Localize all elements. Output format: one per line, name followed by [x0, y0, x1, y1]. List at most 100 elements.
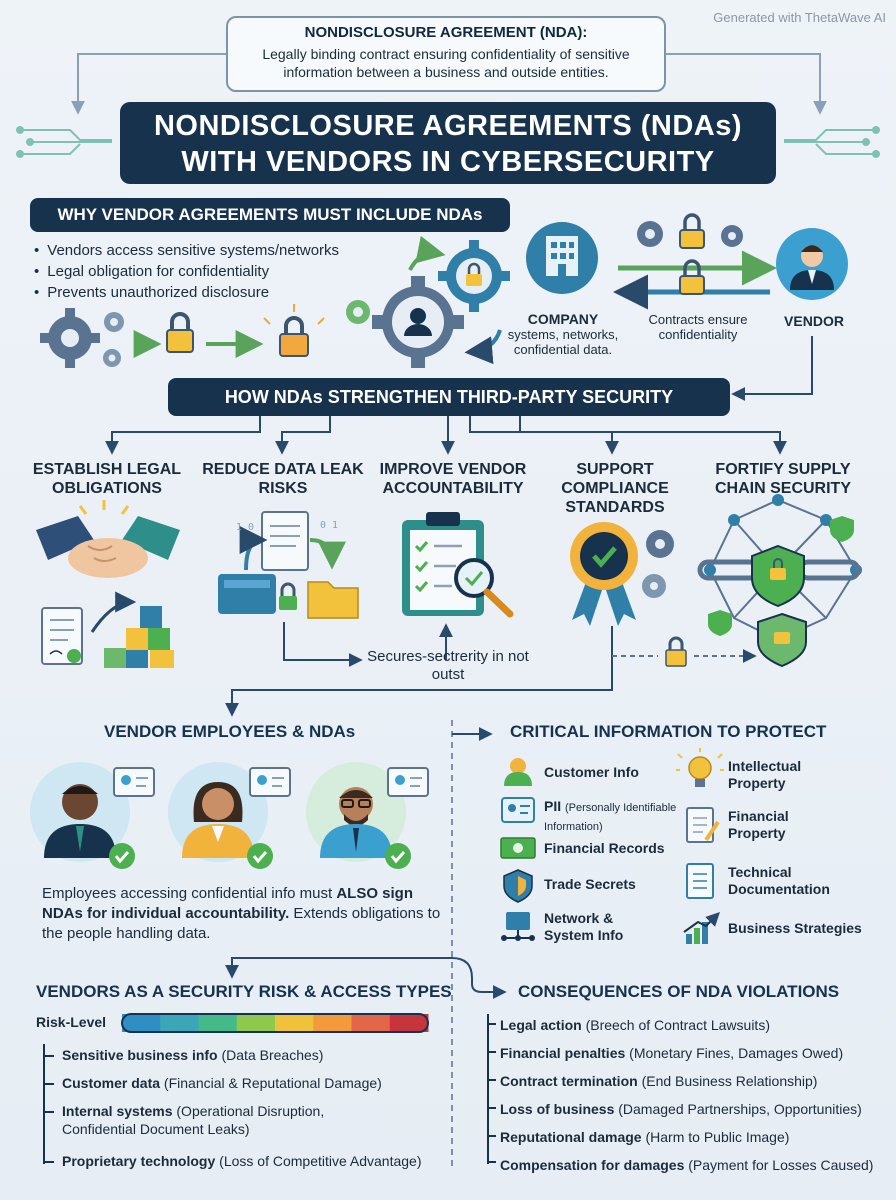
handshake-icon — [36, 500, 180, 578]
id-badge-icon — [113, 767, 155, 797]
contract-label: Contracts ensure confidentiality — [648, 312, 748, 342]
risk-item-detail: (Data Breaches) — [217, 1047, 324, 1063]
employee-avatar-icon — [30, 762, 130, 862]
clipboard-checklist-icon — [402, 512, 514, 618]
gear-icon — [646, 530, 674, 558]
lock-icon — [679, 259, 705, 295]
consequence-item: Legal action (Breech of Contract Lawsuit… — [500, 1016, 770, 1034]
definition-text: Legally binding contract ensuring confid… — [262, 46, 630, 80]
growth-arrow-icon — [90, 591, 137, 633]
critical-item-label: PII — [544, 798, 562, 814]
small-gear-icon — [346, 300, 370, 324]
pillar-legal: ESTABLISH LEGAL OBLIGATIONS — [32, 461, 182, 497]
risk-segment — [198, 1014, 238, 1032]
employees-text-c: Extends obligations to the people handli… — [42, 905, 441, 942]
consequence-item: Compensation for damages (Payment for Lo… — [500, 1156, 873, 1174]
network-icon — [501, 912, 535, 941]
risk-item-title: Customer data — [62, 1075, 161, 1091]
employee-avatar-icon — [168, 762, 268, 862]
page-title: NONDISCLOSURE AGREEMENTS (NDAs) WITH VEN… — [120, 102, 776, 184]
blocks-icon — [104, 606, 174, 668]
employee-avatar-icon — [306, 762, 406, 862]
title-line-2: WITH VENDORS IN CYBERSECURITY — [181, 146, 715, 178]
employees-text: Employees accessing confidential info mu… — [42, 884, 442, 944]
connector-note — [283, 622, 363, 667]
company-label: COMPANY — [527, 311, 599, 327]
risk-level-bar — [121, 1013, 429, 1033]
lock-icon — [665, 636, 687, 667]
pillar-accountability: IMPROVE VENDOR ACCOUNTABILITY — [379, 461, 527, 497]
critical-item: Trade Secrets — [544, 876, 636, 892]
lock-icon — [679, 213, 705, 249]
pillar-supply-chain: FORTIFY SUPPLY CHAIN SECURITY — [714, 461, 851, 497]
risk-segment — [313, 1014, 352, 1032]
consequence-title: Legal action — [500, 1017, 582, 1033]
risk-item: Customer data (Financial & Reputational … — [62, 1074, 452, 1092]
company-sublabel: systems, networks, confidential data. — [507, 327, 619, 357]
watermark: Generated with ThetaWave AI — [713, 10, 886, 25]
how-heading: HOW NDAs STRENGTHEN THIRD-PARTY SECURITY — [168, 378, 730, 416]
compliance-badge-icon — [570, 522, 638, 626]
why-bullet: Prevents unauthorized disclosure — [34, 282, 339, 303]
critical-item: Customer Info — [544, 764, 639, 780]
definition-title: NONDISCLOSURE AGREEMENT (NDA): — [304, 24, 588, 41]
why-bullet: Vendors access sensitive systems/network… — [34, 240, 339, 261]
id-badge-icon — [387, 767, 429, 797]
consequence-detail: (Breech of Contract Lawsuits) — [581, 1017, 770, 1033]
employees-text-a: Employees accessing confidential info mu… — [42, 885, 337, 902]
pillar-compliance: SUPPORT COMPLIANCE STANDARDS — [561, 461, 669, 516]
connector-compliance-employees — [225, 626, 613, 717]
gear-icon — [642, 574, 666, 598]
circuit-left-icon — [16, 126, 112, 158]
definition-box: NONDISCLOSURE AGREEMENT (NDA): Legally b… — [226, 16, 666, 92]
risk-item: Proprietary technology (Loss of Competit… — [62, 1152, 462, 1170]
critical-item: Financial Property — [728, 808, 789, 841]
why-bullet: Legal obligation for confidentiality — [34, 261, 339, 282]
cycle-arrow-icon — [464, 329, 502, 365]
consequence-title: Financial penalties — [500, 1045, 626, 1061]
how-branches — [105, 416, 787, 455]
consequence-title: Reputational damage — [500, 1129, 642, 1145]
risk-segment — [160, 1014, 199, 1032]
connector-risk-consequences — [225, 957, 452, 979]
document-icon — [686, 863, 714, 899]
consequence-detail: (End Business Relationship) — [637, 1073, 818, 1089]
document-pen-icon — [686, 807, 720, 843]
risk-bar-outline — [121, 1013, 429, 1033]
connector-def-right — [666, 53, 827, 115]
employees-heading: VENDOR EMPLOYEES & NDAs — [104, 722, 356, 741]
shield-icon — [503, 869, 533, 903]
alert-lock-icon — [263, 304, 325, 357]
consequence-item: Financial penalties (Monetary Fines, Dam… — [500, 1044, 843, 1062]
risk-segment — [275, 1014, 314, 1032]
consequence-item: Reputational damage (Harm to Public Imag… — [500, 1128, 789, 1146]
vendor-label: VENDOR — [784, 313, 844, 329]
risk-item: Internal systems (Operational Disruption… — [62, 1102, 362, 1138]
critical-item: Financial Records — [544, 840, 665, 856]
critical-item: Business Strategies — [728, 920, 862, 936]
risk-item-detail: (Operational Disruption, Confidential Do… — [62, 1103, 325, 1137]
circuit-right-icon — [784, 126, 880, 158]
vendor-person-icon — [776, 228, 848, 300]
security-gear-icon — [372, 276, 464, 368]
check-badge-icon — [109, 843, 135, 869]
critical-item: Intellectual Property — [728, 758, 802, 791]
risk-segment — [389, 1014, 429, 1032]
person-icon — [504, 758, 532, 786]
consequence-bracket — [487, 1014, 496, 1164]
data-leak-icon: 1 0 0 1 — [218, 511, 359, 619]
consequence-detail: (Monetary Fines, Damages Owed) — [625, 1045, 844, 1061]
cycle-arrow-icon — [408, 235, 446, 271]
money-icon — [500, 837, 536, 859]
risk-bracket — [43, 1044, 54, 1164]
small-gear-icon — [104, 312, 124, 332]
lock-icon — [166, 312, 194, 353]
consequence-title: Compensation for damages — [500, 1157, 685, 1173]
risk-item-detail: (Financial & Reputational Damage) — [160, 1075, 382, 1091]
title-line-1: NONDISCLOSURE AGREEMENTS (NDAs) — [153, 110, 742, 142]
consequence-detail: (Payment for Losses Caused) — [684, 1157, 874, 1173]
risk-item-title: Proprietary technology — [62, 1153, 216, 1169]
lightbulb-icon — [676, 748, 724, 787]
accountability-note: Secures-sectrerity in not outst — [367, 648, 529, 683]
